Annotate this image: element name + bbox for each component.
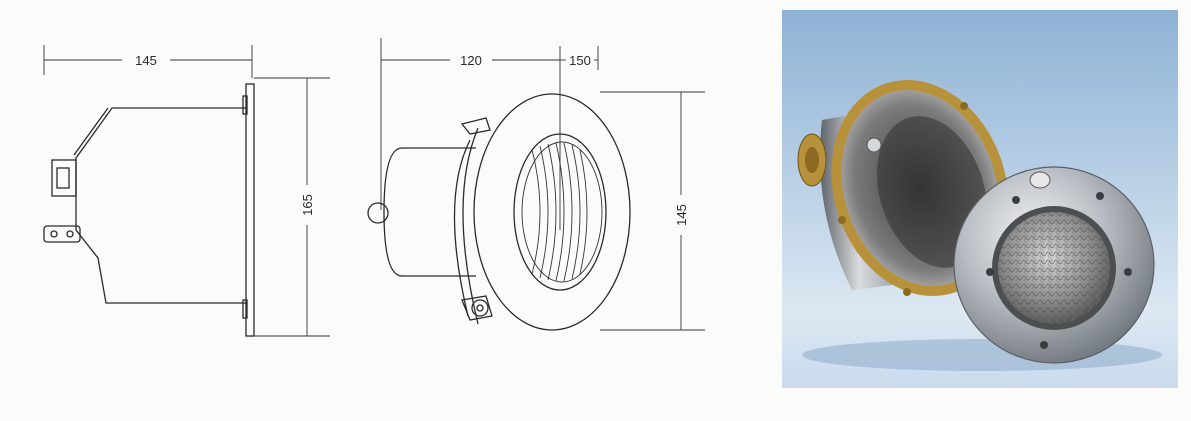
dim-side-length-label: 145 [135, 53, 157, 68]
faceplate-hole-5 [1040, 341, 1048, 349]
dim-front-flange: 150 [559, 46, 599, 230]
dim-front-body-label: 120 [460, 53, 482, 68]
front-view: 120 150 [367, 38, 705, 331]
light-faceplate [953, 166, 1155, 364]
dim-side-length: 145 [43, 45, 253, 78]
housing-screw [866, 137, 882, 153]
faceplate-hole-1 [1012, 196, 1020, 204]
side-view: 145 165 [43, 45, 330, 337]
technical-drawing: 145 165 [43, 38, 705, 337]
front-flange-ring [473, 93, 631, 331]
dim-front-height-label: 145 [674, 204, 689, 226]
side-bracket [43, 225, 81, 243]
front-lens-opening [513, 133, 607, 291]
faceplate-hole-4 [1124, 268, 1132, 276]
faceplate-hole-3 [986, 268, 994, 276]
dim-front-body: 120 [380, 38, 560, 210]
front-lens-ridges [531, 142, 588, 282]
dim-side-height: 165 [254, 77, 330, 337]
housing-niche [797, 80, 1009, 296]
faceplate-hole-2 [1096, 192, 1104, 200]
faceplate-screw [1029, 171, 1051, 189]
front-cylinder-body [383, 147, 476, 277]
front-rear-knob [367, 202, 389, 224]
side-body-outline [75, 107, 246, 304]
dim-front-flange-label: 150 [569, 53, 591, 68]
product-photo [782, 10, 1178, 388]
dim-front-height: 145 [600, 91, 705, 331]
side-flange-plate [245, 83, 255, 337]
front-spring-clip [453, 139, 471, 317]
side-connector [51, 159, 77, 197]
dim-side-height-label: 165 [300, 194, 315, 216]
